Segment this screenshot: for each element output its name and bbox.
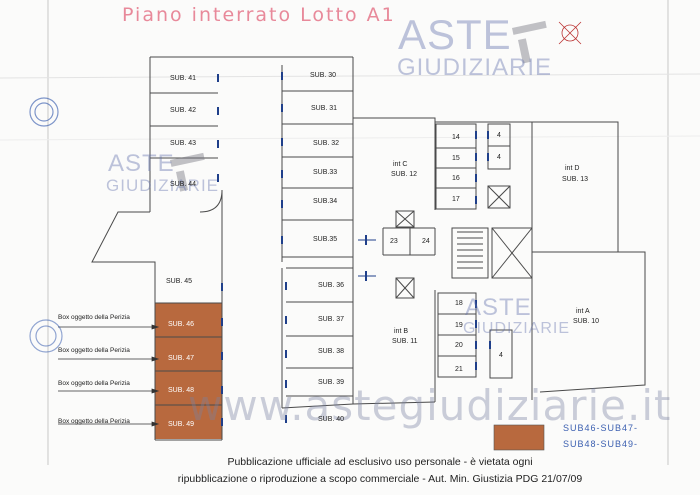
shaft xyxy=(395,210,415,228)
cellar-number: 15 xyxy=(452,155,460,162)
unit-label: SUB. 40 xyxy=(318,416,345,423)
unit-label-highlighted: SUB. 48 xyxy=(168,387,195,394)
cellar-number: 17 xyxy=(452,196,460,203)
cellar-block xyxy=(489,329,513,379)
watermark-brand: GIUDIZIARIE xyxy=(106,176,220,195)
unit-label-highlighted: SUB. 49 xyxy=(168,421,195,428)
cellar-number: 24 xyxy=(422,238,430,245)
legend-note: SUB46-SUB47- xyxy=(563,423,639,433)
footer-notice: ripubblicazione o riproduzione a scopo c… xyxy=(177,473,583,485)
unit-label: SUB.33 xyxy=(313,169,338,176)
cellar-number: 21 xyxy=(455,366,463,373)
unit-label: SUB. 45 xyxy=(166,278,193,285)
room-sub: SUB. 11 xyxy=(392,338,418,345)
unit-label: SUB. 31 xyxy=(311,105,338,112)
unit-label: SUB.35 xyxy=(313,236,338,243)
room-sub: SUB. 10 xyxy=(573,318,600,325)
room-sub: SUB. 12 xyxy=(391,171,418,178)
legend-swatch xyxy=(493,424,545,451)
room-name: int D xyxy=(565,165,580,172)
door-markers xyxy=(217,72,491,426)
unit-label-highlighted: SUB. 46 xyxy=(168,321,195,328)
page-title: Piano interrato Lotto A1 xyxy=(122,4,396,26)
box-label: Box oggetto della Perizia xyxy=(58,347,130,354)
paper-fold xyxy=(0,73,700,79)
footer-notice: Pubblicazione ufficiale ad esclusivo uso… xyxy=(227,456,533,468)
box-label: Box oggetto della Perizia xyxy=(58,418,130,425)
cellar-number: 16 xyxy=(452,175,460,182)
cellar-number: 20 xyxy=(455,342,463,349)
unit-label: SUB. 30 xyxy=(310,72,337,79)
room-name: int A xyxy=(576,308,590,315)
cellar-number: 18 xyxy=(455,300,463,307)
leader-arrows xyxy=(58,324,160,427)
unit-label: SUB.34 xyxy=(313,198,338,205)
lift-shaft xyxy=(491,227,533,279)
unit-label: SUB. 41 xyxy=(170,75,197,82)
legend-note: SUB48-SUB49- xyxy=(563,439,639,449)
unit-label: SUB. 32 xyxy=(313,140,340,147)
watermark-brand: ASTE xyxy=(108,150,175,177)
cellar-number: 4 xyxy=(499,352,503,359)
shaft xyxy=(395,277,415,299)
unit-label: SUB. 44 xyxy=(170,181,197,188)
unit-label: SUB. 39 xyxy=(318,379,345,386)
unit-label: SUB. 36 xyxy=(318,282,345,289)
unit-label: SUB. 38 xyxy=(318,348,345,355)
unit-label: SUB. 43 xyxy=(170,140,197,147)
room-sub: SUB. 13 xyxy=(562,176,589,183)
wall xyxy=(353,117,646,393)
shaft xyxy=(487,185,511,209)
gavel-icon xyxy=(170,20,547,192)
wall xyxy=(91,211,156,440)
wall xyxy=(352,401,436,405)
stamp-icon xyxy=(29,97,59,127)
wall xyxy=(199,189,223,213)
watermark-site: www.astegiudiziarie.it xyxy=(188,381,672,430)
cellar-number: 4 xyxy=(497,154,501,161)
unit-label-highlighted: SUB. 47 xyxy=(168,355,195,362)
staircase xyxy=(451,227,489,279)
paper-fold xyxy=(0,135,700,141)
shaft xyxy=(395,277,415,299)
room-name: int B xyxy=(394,328,409,335)
watermark-brand: GIUDIZIARIE xyxy=(397,54,553,81)
unit-label: SUB. 37 xyxy=(318,316,345,323)
watermark-brand: GIUDIZIARIE xyxy=(463,320,571,337)
shaft xyxy=(487,185,511,209)
cellar-number: 23 xyxy=(390,238,398,245)
box-label: Box oggetto della Perizia xyxy=(58,314,130,321)
wall xyxy=(281,403,354,409)
box-label: Box oggetto della Perizia xyxy=(58,380,130,387)
watermark-brand: ASTE xyxy=(465,294,532,321)
shaft xyxy=(395,210,415,228)
lift-shaft xyxy=(491,227,533,279)
watermark-brand: ASTE xyxy=(398,11,512,58)
cellar-number: 19 xyxy=(455,322,463,329)
north-arrow-icon xyxy=(558,21,582,45)
cellar-number: 14 xyxy=(452,134,460,141)
room-name: int C xyxy=(393,161,408,168)
cellar-number: 4 xyxy=(497,132,501,139)
stamp-icon xyxy=(29,319,63,353)
unit-label: SUB. 42 xyxy=(170,107,197,114)
cellar-block xyxy=(435,123,477,210)
door-connectors xyxy=(358,239,376,277)
